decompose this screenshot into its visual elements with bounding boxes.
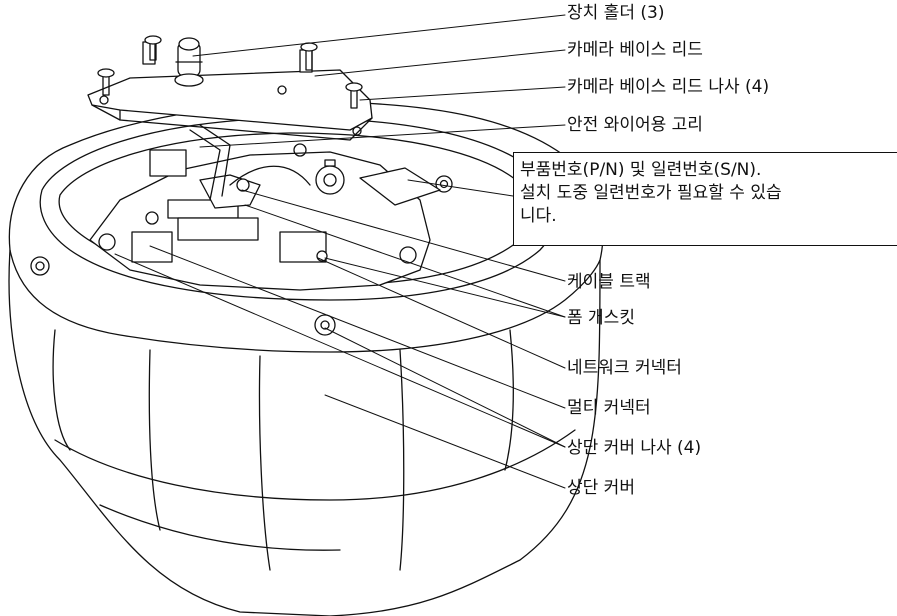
label-cable-track: 케이블 트랙 xyxy=(567,272,651,292)
label-network-connector: 네트워크 커넥터 xyxy=(567,358,682,378)
info-line-1: 부품번호(P/N) 및 일련번호(S/N). xyxy=(520,160,762,180)
top-cover-body xyxy=(8,249,601,616)
leader-lines xyxy=(114,14,566,489)
label-foam-gasket: 폼 개스킷 xyxy=(567,308,635,328)
label-top-cover-screw: 상단 커버 나사 (4) xyxy=(567,438,702,458)
lid-screws xyxy=(97,35,363,109)
info-line-2: 설치 도중 일련번호가 필요할 수 있습 xyxy=(520,183,782,203)
serial-number-info-box: 부품번호(P/N) 및 일련번호(S/N). 설치 도중 일련번호가 필요할 수… xyxy=(513,152,897,246)
label-multi-connector: 멀티 커넥터 xyxy=(567,398,651,418)
info-line-3: 니다. xyxy=(520,206,557,226)
label-camera-base-lid-screw: 카메라 베이스 리드 나사 (4) xyxy=(567,77,770,97)
label-camera-base-lid: 카메라 베이스 리드 xyxy=(567,40,703,60)
camera-base-lid-plate xyxy=(87,69,373,141)
label-device-holder: 장치 홀더 (3) xyxy=(567,3,665,23)
label-top-cover: 상단 커버 xyxy=(567,478,635,498)
label-safety-wire-hook: 안전 와이어용 고리 xyxy=(567,115,703,135)
